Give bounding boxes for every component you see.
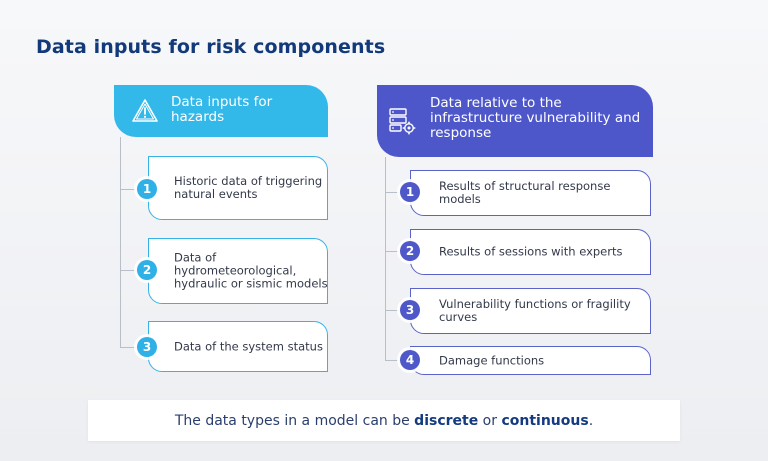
warning-triangle-icon (132, 99, 158, 122)
number-badge: 3 (137, 337, 157, 357)
list-item: Data of the system status (148, 321, 328, 372)
footer-term-discrete: discrete (414, 412, 479, 429)
list-item-text: Data of the system status (174, 339, 323, 353)
footer-prefix: The data types in a model can be (174, 412, 415, 429)
footer-term-continuous: continuous (501, 412, 589, 429)
list-item-text: Damage functions (439, 353, 545, 367)
vulnerability-header: Data relative to the infrastructure vuln… (377, 85, 653, 157)
footer-note: The data types in a model can be discret… (88, 400, 680, 441)
vulnerability-connector-2 (385, 251, 413, 252)
server-gear-icon (389, 108, 416, 135)
number-badge: 3 (400, 300, 420, 320)
vulnerability-header-text: Data relative to the infrastructure vuln… (430, 95, 641, 141)
list-item: Damage functions (410, 346, 651, 375)
hazards-connector-2 (120, 270, 148, 271)
number-badge: 2 (400, 241, 420, 261)
number-badge: 1 (400, 182, 420, 202)
number-badge: 1 (137, 179, 157, 199)
list-item: Vulnerability functions or fragility cur… (410, 288, 651, 334)
list-item: Historic data of triggering natural even… (148, 156, 328, 220)
page-title: Data inputs for risk components (36, 36, 386, 58)
vulnerability-connector-4 (385, 360, 413, 361)
list-item: Results of structural response models (410, 170, 651, 216)
footer-suffix: . (588, 412, 594, 429)
vulnerability-connector-1 (385, 192, 413, 193)
number-badge: 4 (400, 350, 420, 370)
vulnerability-connector-line (385, 157, 386, 360)
list-item-text: Results of structural response models (439, 179, 611, 206)
footer-middle: or (478, 412, 502, 429)
list-item-text: Historic data of triggering natural even… (174, 174, 323, 201)
list-item-text: Data of hydrometeorological, hydraulic o… (174, 250, 328, 291)
hazards-connector-3 (120, 347, 148, 348)
list-item: Data of hydrometeorological, hydraulic o… (148, 238, 328, 304)
list-item-text: Vulnerability functions or fragility cur… (439, 297, 631, 324)
hazards-connector-1 (120, 189, 148, 190)
vulnerability-connector-3 (385, 310, 413, 311)
number-badge: 2 (137, 260, 157, 280)
hazards-header: Data inputs for hazards (114, 85, 328, 137)
list-item: Results of sessions with experts (410, 229, 651, 275)
hazards-header-text: Data inputs for hazards (171, 94, 273, 125)
list-item-text: Results of sessions with experts (439, 244, 623, 259)
hazards-connector-line (120, 137, 121, 347)
